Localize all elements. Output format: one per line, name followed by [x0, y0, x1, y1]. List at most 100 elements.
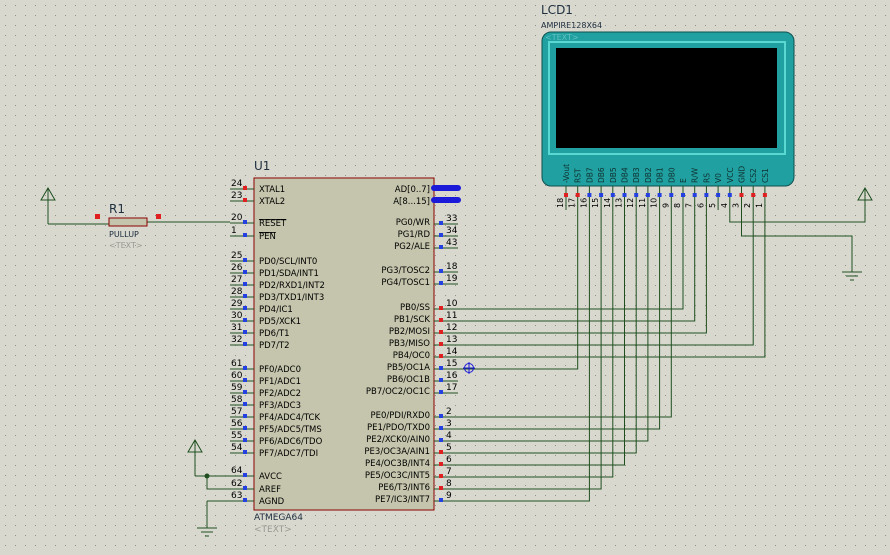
lcd1-pin-number: 6 — [696, 203, 705, 208]
u1-pin-marker — [243, 473, 247, 477]
u1-pin-number: 13 — [446, 335, 457, 345]
u1-pin-marker — [243, 414, 247, 418]
u1-reference: U1 — [254, 159, 270, 173]
lcd1-pin-label: DB2 — [644, 167, 653, 183]
lcd1-part-name: AMPIRE128X64 — [541, 21, 602, 30]
u1-pin-number: 5 — [446, 443, 452, 453]
u1-pin-marker — [243, 220, 247, 224]
u1-pin-label: PF2/ADC2 — [259, 389, 301, 399]
u1-pin-marker — [243, 258, 247, 262]
lcd1-pin-marker — [727, 193, 732, 197]
u1-pin-label: XTAL1 — [259, 185, 285, 195]
u1-pin-label: PB4/OC0 — [393, 351, 430, 361]
lcd1-pin-number: 12 — [626, 198, 635, 208]
u1-body[interactable] — [253, 177, 435, 511]
lcd1-pin-label: DB3 — [632, 167, 641, 183]
u1-pin-number: 12 — [446, 323, 457, 333]
wire-pb — [458, 210, 707, 334]
lcd1-pin-number: 15 — [591, 198, 600, 208]
wire-pe — [458, 210, 637, 454]
u1-pin-marker — [439, 306, 443, 310]
u1-microcontroller[interactable]: U1 24XTAL123XTAL220RESET1PEN25PD0/SCL/IN… — [230, 159, 461, 535]
u1-pin-marker — [439, 342, 443, 346]
u1-pin-marker — [243, 186, 247, 190]
u1-pin-marker — [439, 486, 443, 490]
u1-text-placeholder: <TEXT> — [254, 525, 292, 535]
lcd1-display[interactable]: LCD1 AMPIRE128X64 <TEXT> 18-Vout17RST16D… — [541, 3, 795, 210]
u1-pin-number: 17 — [446, 383, 457, 393]
probe-crosshair — [463, 362, 475, 374]
u1-pin-marker — [439, 354, 443, 358]
u1-pin-number: 30 — [231, 311, 243, 321]
u1-pin-label: PE2/XCK0/AIN0 — [366, 435, 430, 445]
u1-pin-label: PB5/OC1A — [387, 363, 430, 373]
u1-pin-label: PD5/XCK1 — [259, 317, 301, 327]
r1-body[interactable] — [108, 217, 148, 227]
u1-pin-label: PD4/IC1 — [259, 305, 293, 315]
u1-pin-number: 56 — [231, 419, 243, 429]
lcd1-pin-label: RS — [702, 173, 711, 183]
u1-pin-label: PD7/T2 — [259, 341, 290, 351]
lcd1-pin-marker — [645, 193, 650, 197]
wire-pe — [458, 210, 625, 466]
u1-pin-number: 62 — [231, 479, 242, 489]
u1-pin-label: PF6/ADC6/TDO — [259, 437, 323, 447]
lcd1-pin-marker — [716, 193, 721, 197]
lcd1-pin-number: 18 — [556, 198, 565, 208]
u1-pin-number: 25 — [231, 251, 242, 261]
u1-pin-label: PG2/ALE — [394, 242, 430, 252]
u1-pin-number: 27 — [231, 275, 242, 285]
lcd1-pin-number: 1 — [755, 203, 764, 208]
u1-pin-label: PB1/SCK — [394, 315, 431, 325]
lcd1-pin-marker — [622, 193, 627, 197]
u1-pin-label: PF5/ADC5/TMS — [259, 425, 322, 435]
u1-pin-label: PE0/PDI/RXD0 — [371, 411, 431, 421]
u1-pin-number: 61 — [231, 359, 242, 369]
u1-pin-number: 15 — [446, 359, 457, 369]
lcd1-pin-number: 17 — [568, 198, 577, 208]
u1-pin-label: AREF — [259, 485, 281, 495]
u1-pin-label: PF4/ADC4/TCK — [259, 413, 320, 423]
u1-pin-number: 24 — [231, 179, 243, 189]
u1-pin-number: 18 — [446, 262, 458, 272]
lcd1-pin-label: VCC — [726, 167, 735, 183]
wire-pb5 — [458, 210, 579, 370]
lcd1-pin-label: V0 — [714, 173, 723, 183]
lcd1-pin-number: 5 — [708, 203, 717, 208]
lcd1-pin-number: 10 — [650, 198, 659, 208]
power-terminal-r1 — [40, 187, 56, 224]
lcd1-pin-marker — [657, 193, 662, 197]
u1-pin-number: 11 — [446, 311, 457, 321]
grid-dots — [5, 5, 886, 546]
u1-pin-marker — [439, 221, 443, 225]
lcd1-pin-marker — [599, 193, 604, 197]
u1-pin-number: 28 — [231, 287, 243, 297]
u1-pin-label: A[8...15] — [393, 197, 430, 207]
u1-pin-marker — [243, 282, 247, 286]
lcd1-pin-label: DB1 — [656, 167, 665, 183]
u1-pin-marker — [439, 390, 443, 394]
u1-pin-number: 14 — [446, 347, 458, 357]
u1-pin-label: PB3/MISO — [389, 339, 430, 349]
ground-terminal-u1 — [197, 520, 217, 537]
u1-pin-label: PE7/IC3/INT7 — [375, 495, 430, 505]
u1-pin-label: PD0/SCL/INT0 — [259, 257, 317, 267]
u1-pin-marker — [439, 462, 443, 466]
lcd1-pin-number: 7 — [685, 203, 694, 208]
u1-pin-number: 29 — [231, 299, 243, 309]
u1-pin-number: 10 — [446, 299, 458, 309]
r1-resistor[interactable]: R1 PULLUP <TEXT> — [95, 202, 161, 250]
u1-pin-label: PE5/OC3C/INT5 — [365, 471, 430, 481]
u1-pin-number: 54 — [231, 443, 243, 453]
power-symbols — [40, 187, 873, 537]
u1-pin-marker — [439, 281, 443, 285]
lcd1-reference: LCD1 — [541, 3, 573, 17]
wire-pe — [458, 210, 649, 442]
ground-terminal-lcd — [842, 264, 862, 281]
wire-pb — [458, 210, 684, 310]
r1-value: PULLUP — [109, 230, 139, 239]
u1-pin-number: 33 — [446, 214, 457, 224]
lcd1-pin-number: 16 — [579, 198, 588, 208]
u1-pin-label: PD6/T1 — [259, 329, 290, 339]
